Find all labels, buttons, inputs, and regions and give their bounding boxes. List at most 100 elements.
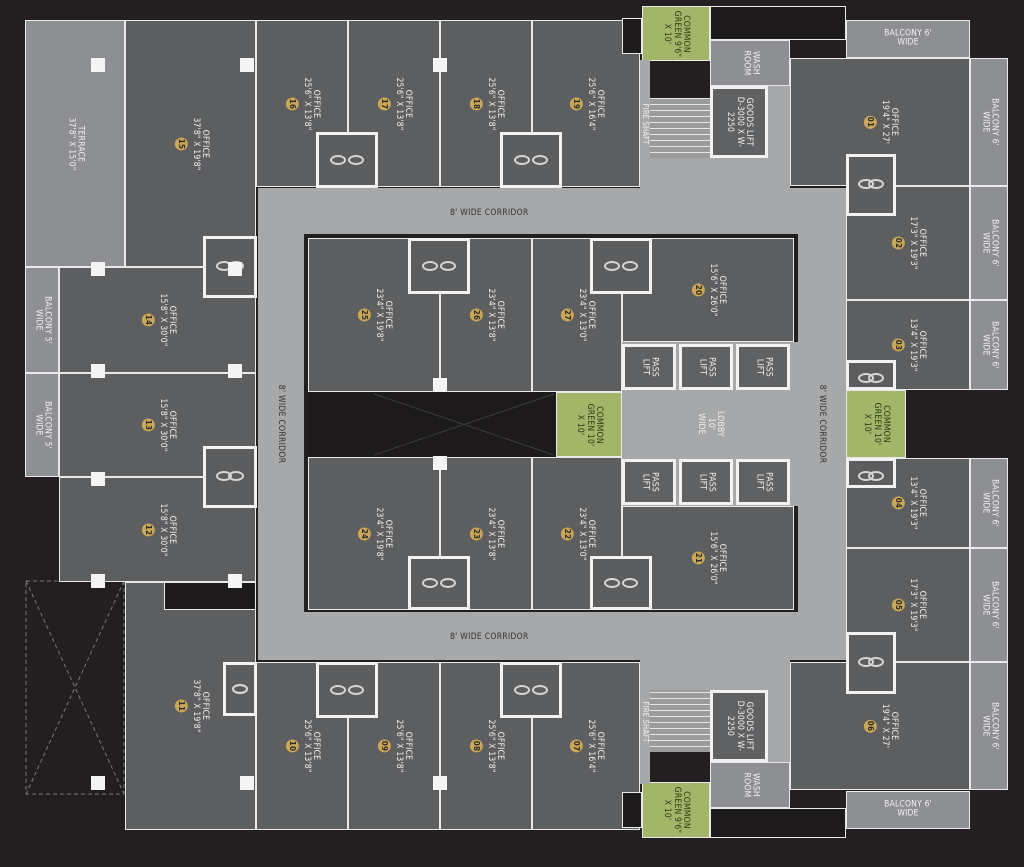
column [240, 58, 254, 72]
common-green-right[interactable]: COMMON GREEN 10' X 10' [846, 390, 906, 458]
corridor-right-label: 8' WIDE CORRIDOR [817, 384, 827, 464]
pass-lift-4[interactable]: PASS LIFT [622, 459, 676, 505]
balcony-label: BALCONY 6' WIDE [884, 799, 932, 819]
balcony-right-05[interactable]: BALCONY 6' WIDE [970, 548, 1008, 662]
balcony-right-01[interactable]: BALCONY 6' WIDE [970, 58, 1008, 186]
pass-lift-label: PASS LIFT [697, 357, 717, 377]
office-number-badge: 10 [286, 739, 300, 753]
wash-room-bottom[interactable]: WASH ROOM [710, 762, 790, 808]
office-number-badge: 23 [470, 527, 484, 540]
balcony-label: BALCONY 6' WIDE [980, 702, 1000, 750]
office-number-badge: 12 [141, 523, 155, 536]
toilet-block [846, 360, 896, 390]
corridor-top[interactable] [258, 188, 846, 234]
fire-shaft-bottom: FIRE SHAFT [640, 660, 650, 784]
corridor-bottom[interactable] [258, 612, 846, 660]
corridor-left[interactable] [258, 188, 304, 660]
office-number-badge: 27 [561, 308, 575, 322]
fire-duct-bottom [622, 792, 642, 828]
pass-lift-3[interactable]: PASS LIFT [736, 344, 790, 390]
void-bottom [710, 808, 846, 838]
office-number-badge: 13 [141, 418, 155, 432]
balcony-right-02[interactable]: BALCONY 6' WIDE [970, 186, 1008, 300]
toilet-block [316, 662, 378, 718]
goods-lift-label: GOODS LIFT D-3000 X W-2250 [725, 96, 755, 148]
office-number-badge: 03 [892, 338, 906, 352]
balcony-left-1[interactable]: BALCONY 5' WIDE [25, 267, 59, 373]
toilet-block [203, 446, 257, 508]
office-label: OFFICE [916, 488, 927, 518]
common-green-bottom[interactable]: COMMON GREEN 9'6" X 10' [642, 782, 710, 838]
office-number-badge: 16 [286, 97, 300, 110]
goods-lift-bottom[interactable]: GOODS LIFT D-3000 X W-2250 [710, 690, 768, 762]
column [228, 364, 242, 378]
wash-room-label: WASH ROOM [741, 772, 761, 798]
balcony-right-04[interactable]: BALCONY 6' WIDE [970, 458, 1008, 548]
toilet-block [500, 132, 562, 188]
column [228, 574, 242, 588]
balcony-label: BALCONY 6' WIDE [980, 98, 1000, 146]
balcony-right-03[interactable]: BALCONY 6' WIDE [970, 300, 1008, 390]
pass-lift-2[interactable]: PASS LIFT [679, 344, 733, 390]
office-number-badge: 18 [470, 97, 484, 110]
office-number-badge: 26 [470, 308, 484, 322]
pass-lift-label: PASS LIFT [754, 357, 774, 377]
common-green-center[interactable]: COMMON GREEN 10' X 10' [556, 392, 622, 457]
column [91, 574, 105, 588]
office-number-badge: 19 [570, 97, 584, 110]
office-label: OFFICE [494, 731, 505, 761]
wash-room-top[interactable]: WASH ROOM [710, 40, 790, 86]
office-label: OFFICE [888, 711, 899, 741]
office-label: OFFICE [199, 691, 210, 721]
staircase-top [650, 98, 710, 158]
balcony-left-2[interactable]: BALCONY 5' WIDE [25, 373, 59, 477]
office-dim: 19'4" X 27' [879, 99, 890, 145]
void-top [710, 6, 846, 40]
lobby-label: LOBBY 10' WIDE [696, 411, 726, 437]
office-label: OFFICE [166, 410, 177, 440]
office-label: OFFICE [382, 519, 393, 548]
toilet-block [846, 154, 896, 216]
office-number-badge: 25 [358, 308, 372, 322]
office-dim: 13'4" X 19'3" [907, 318, 918, 372]
corridor-left-label: 8' WIDE CORRIDOR [276, 384, 286, 464]
office-label: OFFICE [916, 590, 927, 620]
office-number-badge: 08 [470, 739, 484, 753]
common-green-label: COMMON GREEN 9'6" X 10' [662, 10, 692, 57]
office-number-badge: 06 [864, 719, 878, 733]
office-label: OFFICE [310, 89, 321, 118]
office-dim: 23'4" X 13'8" [485, 288, 496, 342]
balcony-bottom-right[interactable]: BALCONY 6' WIDE [846, 791, 970, 829]
balcony-right-06[interactable]: BALCONY 6' WIDE [970, 662, 1008, 790]
fire-duct-top [622, 18, 642, 54]
office-dim: 19'4" X 27' [879, 703, 890, 749]
balcony-label: BALCONY 6' WIDE [884, 28, 932, 48]
core-passage-bottom [650, 656, 790, 690]
pass-lift-1[interactable]: PASS LIFT [622, 344, 676, 390]
goods-lift-top[interactable]: GOODS LIFT D-3000 X W-2250 [710, 86, 768, 158]
office-dim: 23'4" X 19'8" [373, 506, 384, 561]
balcony-top-right[interactable]: BALCONY 6' WIDE [846, 20, 970, 58]
wash-room-label: WASH ROOM [741, 50, 761, 76]
pass-lift-6[interactable]: PASS LIFT [736, 459, 790, 505]
column [91, 262, 105, 276]
office-dim: 25'6" X 13'8" [393, 76, 404, 131]
toilet-block [408, 556, 470, 610]
corridor-right[interactable] [798, 188, 846, 660]
common-green-top[interactable]: COMMON GREEN 9'6" X 10' [642, 6, 710, 61]
office-dim: 15'6" X 26'0" [707, 531, 718, 585]
office-label: OFFICE [716, 275, 727, 305]
office-dim: 37'8" X 19'8" [190, 116, 200, 171]
toilet-block [846, 632, 896, 694]
column [433, 776, 447, 790]
office-dim: 25'6" X 13'8" [301, 719, 312, 773]
office-label: OFFICE [916, 330, 927, 360]
office-dim: 15'8" X 30'0" [157, 502, 167, 557]
pass-lift-5[interactable]: PASS LIFT [679, 459, 733, 505]
office-label: OFFICE [594, 89, 605, 118]
toilet-block [408, 238, 470, 294]
